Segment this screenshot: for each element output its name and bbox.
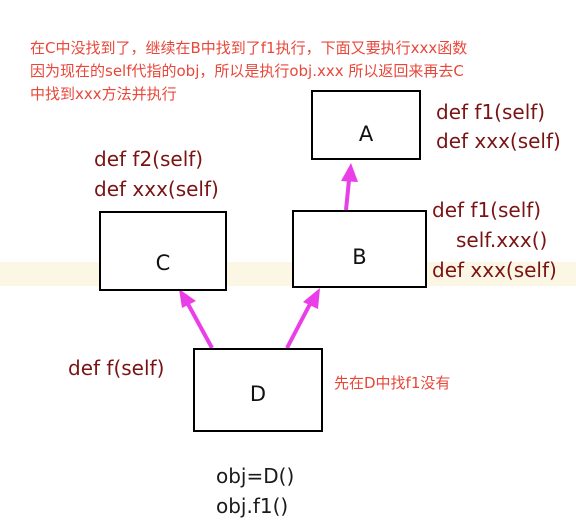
arrow-b-to-a xyxy=(341,163,358,211)
class-box-d: D xyxy=(193,348,323,432)
class-label-d: D xyxy=(249,382,267,406)
class-box-b: B xyxy=(292,210,427,288)
note-line-3: 中找到xxx方法并执行 xyxy=(30,85,177,103)
arrow-d-to-c xyxy=(179,289,214,349)
class-label-a: A xyxy=(358,122,374,146)
highlight-band xyxy=(0,262,576,286)
class-box-a: A xyxy=(311,90,421,160)
usage-call-f1: obj.f1() xyxy=(216,494,289,518)
method-a-xxx: def xxx(self) xyxy=(436,129,561,153)
usage-instantiate: obj=D() xyxy=(216,464,295,488)
class-box-c: C xyxy=(99,211,227,291)
class-label-c: C xyxy=(155,251,171,275)
d-lookup-note: 先在D中找f1没有 xyxy=(334,374,451,392)
method-b-call-xxx: self.xxx() xyxy=(456,228,548,252)
method-b-f1: def f1(self) xyxy=(432,198,542,222)
note-line-2: 因为现在的self代指的obj，所以是执行obj.xxx 所以返回来再去C xyxy=(30,62,464,80)
class-label-b: B xyxy=(352,245,367,269)
method-c-xxx: def xxx(self) xyxy=(94,177,219,201)
arrow-d-to-b xyxy=(285,288,320,349)
method-a-f1: def f1(self) xyxy=(436,100,546,124)
method-b-xxx: def xxx(self) xyxy=(432,258,557,282)
method-d-f: def f(self) xyxy=(68,356,165,380)
method-c-f2: def f2(self) xyxy=(94,147,204,171)
note-line-1: 在C中没找到了，继续在B中找到了f1执行，下面又要执行xxx函数 xyxy=(30,39,468,57)
